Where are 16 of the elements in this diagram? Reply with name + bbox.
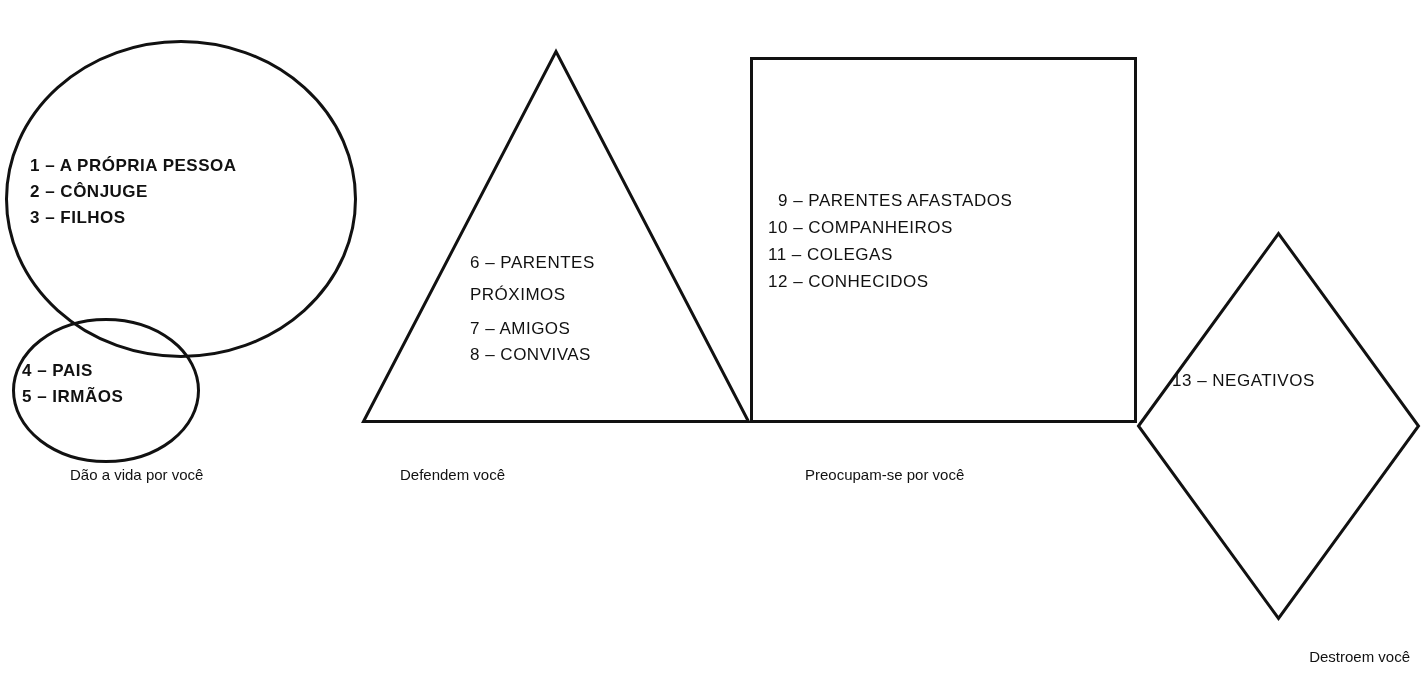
list-item: 4 – PAIS — [22, 360, 93, 382]
list-item: 3 – FILHOS — [30, 207, 126, 229]
node-label: Defendem você — [400, 466, 506, 483]
list-item: 10 – COMPANHEIROS — [768, 217, 953, 239]
list-item: 11 – COLEGAS — [768, 244, 893, 266]
node-label: Destroem você — [1309, 648, 1410, 665]
node-label: Preocupam-se por você — [805, 466, 965, 483]
list-item: 8 – CONVIVAS — [470, 344, 591, 366]
list-item: 1 – A PRÓPRIA PESSOA — [30, 155, 237, 177]
list-item: 2 – CÔNJUGE — [30, 181, 148, 203]
node-label: Dão a vida por você — [70, 466, 204, 483]
list-item: 5 – IRMÃOS — [22, 386, 124, 408]
list-item: 9 – PARENTES AFASTADOS — [778, 190, 1013, 212]
list-item: 12 – CONHECIDOS — [768, 271, 929, 293]
list-item: 7 – AMIGOS — [470, 318, 571, 340]
list-item: 6 – PARENTES PRÓXIMOS — [470, 252, 596, 306]
